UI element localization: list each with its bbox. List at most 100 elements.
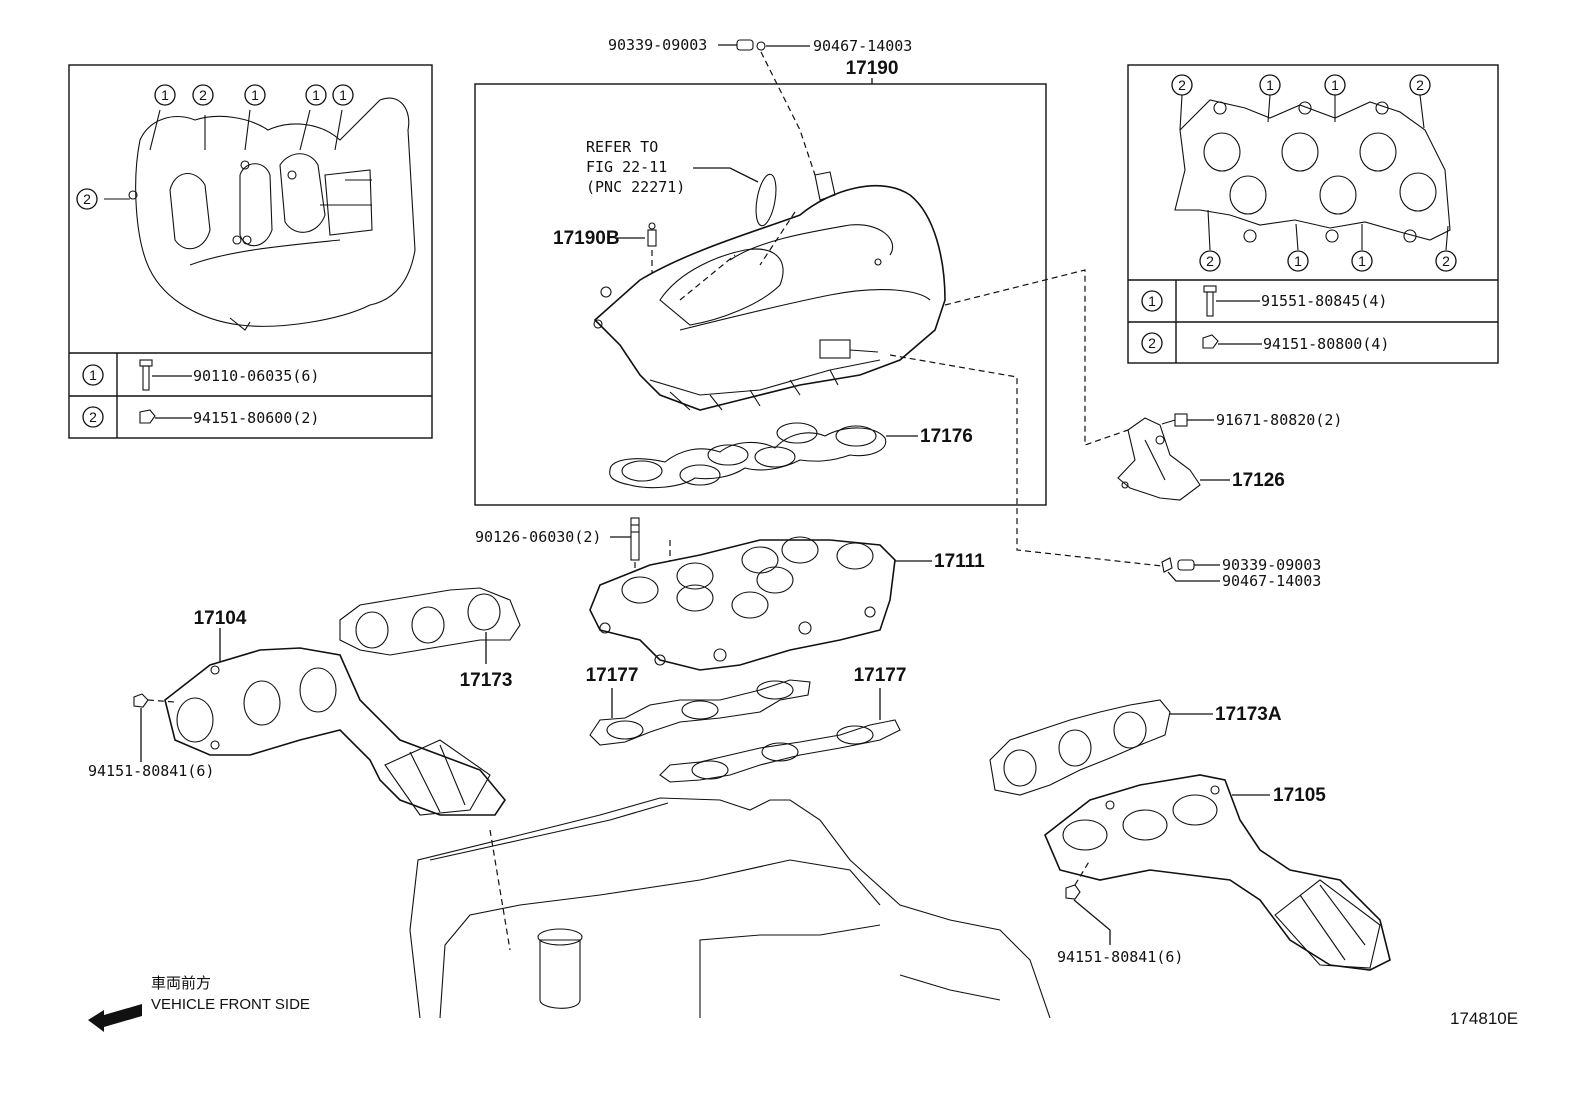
assembly-17190-frame: [474, 83, 1047, 506]
callout-90339-09003-mid: 90339-09003: [1222, 556, 1321, 574]
right-inset-marker-top-1a: 1: [1259, 74, 1281, 96]
svg-text:2: 2: [199, 87, 207, 103]
arrow-left-icon: [88, 1004, 142, 1032]
left-inset-marker-1b: 1: [244, 84, 266, 106]
nut-94151-right: [1065, 884, 1081, 900]
svg-text:2: 2: [1178, 77, 1186, 93]
svg-text:2: 2: [1416, 77, 1424, 93]
svg-text:REFER TO: REFER TO: [586, 138, 658, 156]
callout-17176: 17176: [920, 426, 973, 447]
right-inset-legend-row-2: 2 94151-80800(4): [1141, 332, 1389, 354]
svg-text:1: 1: [251, 87, 259, 103]
right-inset-gasket-drawing: [1174, 94, 1451, 251]
direction-label-jp: 車両前方: [151, 975, 211, 992]
svg-text:94151-80800(4): 94151-80800(4): [1263, 335, 1389, 353]
left-inset-marker-2a: 2: [192, 84, 214, 106]
svg-text:FIG 22-11: FIG 22-11: [586, 158, 667, 176]
bolt-icon: [1203, 285, 1217, 317]
left-inset-manifold-drawing: [104, 97, 416, 331]
bolt-icon: [139, 359, 153, 391]
callout-17104: 17104: [194, 608, 247, 629]
refer-note: REFER TO FIG 22-11 (PNC 22271): [586, 138, 777, 227]
svg-text:90110-06035(6): 90110-06035(6): [193, 367, 319, 385]
hose-90339-mid: [1177, 559, 1195, 571]
bracket-17126: [1117, 417, 1201, 501]
vehicle-front-indicator: 車両前方 VEHICLE FRONT SIDE: [88, 975, 310, 1032]
engine-block-outline: [409, 797, 1051, 1019]
left-inset-marker-2b: 2: [76, 188, 98, 210]
left-inset-legend-row-1: 1 90110-06035(6): [82, 359, 319, 391]
svg-text:2: 2: [1148, 335, 1156, 351]
right-inset-marker-bot-1a: 1: [1287, 250, 1309, 272]
callout-17126: 17126: [1232, 470, 1285, 491]
svg-text:2: 2: [1206, 253, 1214, 269]
gasket-17177-left: [589, 679, 811, 746]
intake-manifold-17190-drawing: [593, 171, 946, 411]
svg-text:1: 1: [312, 87, 320, 103]
gasket-17176: [609, 422, 887, 489]
callout-90126-06030: 90126-06030(2): [475, 528, 601, 546]
nut-icon: [139, 409, 156, 424]
svg-text:1: 1: [1331, 77, 1339, 93]
callout-91671-80820: 91671-80820(2): [1216, 411, 1342, 429]
svg-text:91551-80845(4): 91551-80845(4): [1261, 292, 1387, 310]
callout-17173: 17173: [460, 670, 513, 691]
callout-17177-left: 17177: [586, 665, 639, 686]
svg-text:1: 1: [1358, 253, 1366, 269]
right-inset-marker-top-1b: 1: [1324, 74, 1346, 96]
direction-label-en: VEHICLE FRONT SIDE: [151, 996, 310, 1013]
callout-17111: 17111: [934, 551, 985, 572]
right-inset: 2 1 1 2 2 1 1 2 1 91551-80845(4) 2 94151…: [1127, 64, 1499, 364]
svg-text:2: 2: [89, 409, 97, 425]
exhaust-gasket-17173A: [989, 699, 1171, 796]
callout-17190B: 17190B: [553, 228, 620, 249]
clip-90467-top: [756, 41, 766, 51]
assembly-17190-label: 17190: [846, 58, 899, 79]
nut-icon: [1202, 334, 1219, 349]
lower-manifold-17111: [589, 536, 896, 671]
gasket-17177-right: [659, 719, 901, 783]
bolt-91671: [1161, 413, 1188, 427]
svg-text:2: 2: [83, 191, 91, 207]
right-inset-legend-row-1: 1 91551-80845(4): [1141, 285, 1387, 317]
right-inset-marker-bot-1b: 1: [1351, 250, 1373, 272]
callout-17177-right: 17177: [854, 665, 907, 686]
right-inset-frame: [1127, 64, 1499, 364]
left-inset-marker-1a: 1: [154, 84, 176, 106]
svg-text:1: 1: [339, 87, 347, 103]
right-inset-marker-top-2b: 2: [1409, 74, 1431, 96]
callout-94151-80841-right: 94151-80841(6): [1057, 948, 1183, 966]
exhaust-manifold-17104: [164, 647, 506, 816]
left-inset-legend-row-2: 2 94151-80600(2): [82, 406, 319, 428]
left-inset-frame: [68, 64, 433, 439]
nut-94151-left: [133, 693, 149, 708]
callout-90339-09003-top: 90339-09003: [608, 36, 707, 54]
right-inset-marker-top-2a: 2: [1171, 74, 1193, 96]
svg-text:1: 1: [89, 367, 97, 383]
callout-90467-14003-mid: 90467-14003: [1222, 572, 1321, 590]
svg-text:1: 1: [1266, 77, 1274, 93]
right-inset-marker-bot-2b: 2: [1435, 250, 1457, 272]
callout-90467-14003-top: 90467-14003: [813, 37, 912, 55]
stud-90126: [630, 517, 640, 561]
hose-90339-top: [736, 39, 754, 51]
diagram-id: 174810E: [1450, 1009, 1518, 1028]
svg-text:2: 2: [1442, 253, 1450, 269]
right-inset-marker-bot-2a: 2: [1199, 250, 1221, 272]
left-inset: 1 2 1 1 1 2 1 90110-06035(6) 2 94151-806…: [68, 64, 433, 439]
sensor-17190B: [647, 222, 657, 247]
svg-text:1: 1: [161, 87, 169, 103]
svg-text:94151-80600(2): 94151-80600(2): [193, 409, 319, 427]
assembly-17190-group: 17190 90339-09003 90467-14003 REFER TO F…: [474, 36, 1047, 506]
svg-text:1: 1: [1148, 293, 1156, 309]
callout-17173A: 17173A: [1215, 704, 1282, 725]
left-inset-marker-1d: 1: [332, 84, 354, 106]
callout-94151-80841-left: 94151-80841(6): [88, 762, 214, 780]
clip-90467-mid: [1161, 557, 1173, 573]
callout-17105: 17105: [1273, 785, 1326, 806]
svg-text:(PNC 22271): (PNC 22271): [586, 178, 685, 196]
svg-text:1: 1: [1294, 253, 1302, 269]
exhaust-manifold-17105: [1044, 774, 1391, 971]
